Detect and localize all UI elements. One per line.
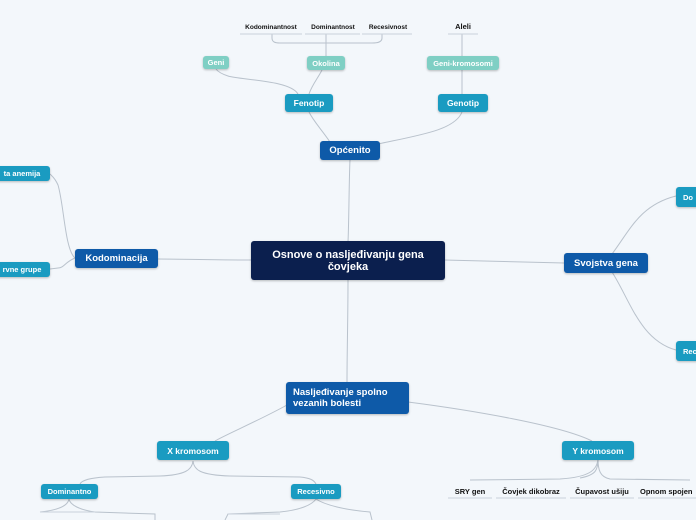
topic-spolno-vezane-bolesti[interactable]: Nasljeđivanje spolno vezanih bolesti <box>286 382 409 414</box>
topic-geni[interactable]: Geni <box>203 56 229 69</box>
link-opcenito-genotip <box>377 111 463 145</box>
topic-dominantno[interactable]: Dominantno <box>41 484 98 499</box>
link-root-svojstva <box>443 259 565 264</box>
topic-svojstva-gena[interactable]: Svojstva gena <box>564 253 648 273</box>
root-topic[interactable]: Osnove o nasljeđivanju gena čovjeka <box>251 241 445 280</box>
link-svojstva-rec <box>611 271 677 351</box>
link-kodominacija-children <box>49 173 76 270</box>
topic-kodominacija[interactable]: Kodominacija <box>75 249 158 268</box>
link-fenotip-geni <box>215 68 299 95</box>
link-x-dominantno <box>79 460 194 485</box>
topic-svojstva-child-do[interactable]: Do <box>676 187 696 207</box>
topic-opcenito[interactable]: Općenito <box>320 141 380 160</box>
topic-fenotip[interactable]: Fenotip <box>285 94 333 112</box>
topic-x-kromosom[interactable]: X kromosom <box>157 441 229 460</box>
topic-covjek-dikobraz[interactable]: Čovjek dikobraz <box>502 486 560 496</box>
link-y-children <box>469 458 691 481</box>
link-root-kodominacija <box>156 258 253 261</box>
link-root-opcenito <box>347 159 351 243</box>
link-fenotip-okolina <box>308 69 323 95</box>
topic-recesivno[interactable]: Recesivno <box>291 484 341 499</box>
topic-cupavost-usiju[interactable]: Čupavost ušiju <box>575 486 629 496</box>
topic-kodominacija-child-2[interactable]: rvne grupe <box>0 262 50 277</box>
link-okolina-children <box>271 34 383 56</box>
link-svojstva-do <box>611 195 677 255</box>
topic-genotip[interactable]: Genotip <box>438 94 488 112</box>
topic-recesivnost[interactable]: Recesivnost <box>368 23 408 31</box>
link-spolno-y <box>407 401 593 442</box>
link-root-spolno <box>346 278 349 383</box>
topic-svojstva-child-rec[interactable]: Rec <box>676 341 696 361</box>
topic-kodominantnost[interactable]: Kodominantnost <box>245 23 297 31</box>
topic-opnom-spojen[interactable]: Opnom spojen <box>640 486 693 496</box>
link-spolno-x <box>214 404 288 442</box>
link-recesivno-children <box>224 498 373 520</box>
topic-okolina[interactable]: Okolina <box>307 56 345 70</box>
link-opcenito-fenotip <box>308 111 331 143</box>
topic-kodominacija-child-1[interactable]: ta anemija <box>0 166 50 181</box>
link-x-recesivno <box>192 460 317 485</box>
link-dominantno-children <box>39 498 156 520</box>
topic-aleli[interactable]: Aleli <box>455 22 471 31</box>
topic-y-kromosom[interactable]: Y kromosom <box>562 441 634 460</box>
topic-sry-gen[interactable]: SRY gen <box>454 486 486 496</box>
topic-geni-kromosomi[interactable]: Geni-kromosomi <box>427 56 499 70</box>
topic-dominantnost[interactable]: Dominantnost <box>311 23 355 31</box>
